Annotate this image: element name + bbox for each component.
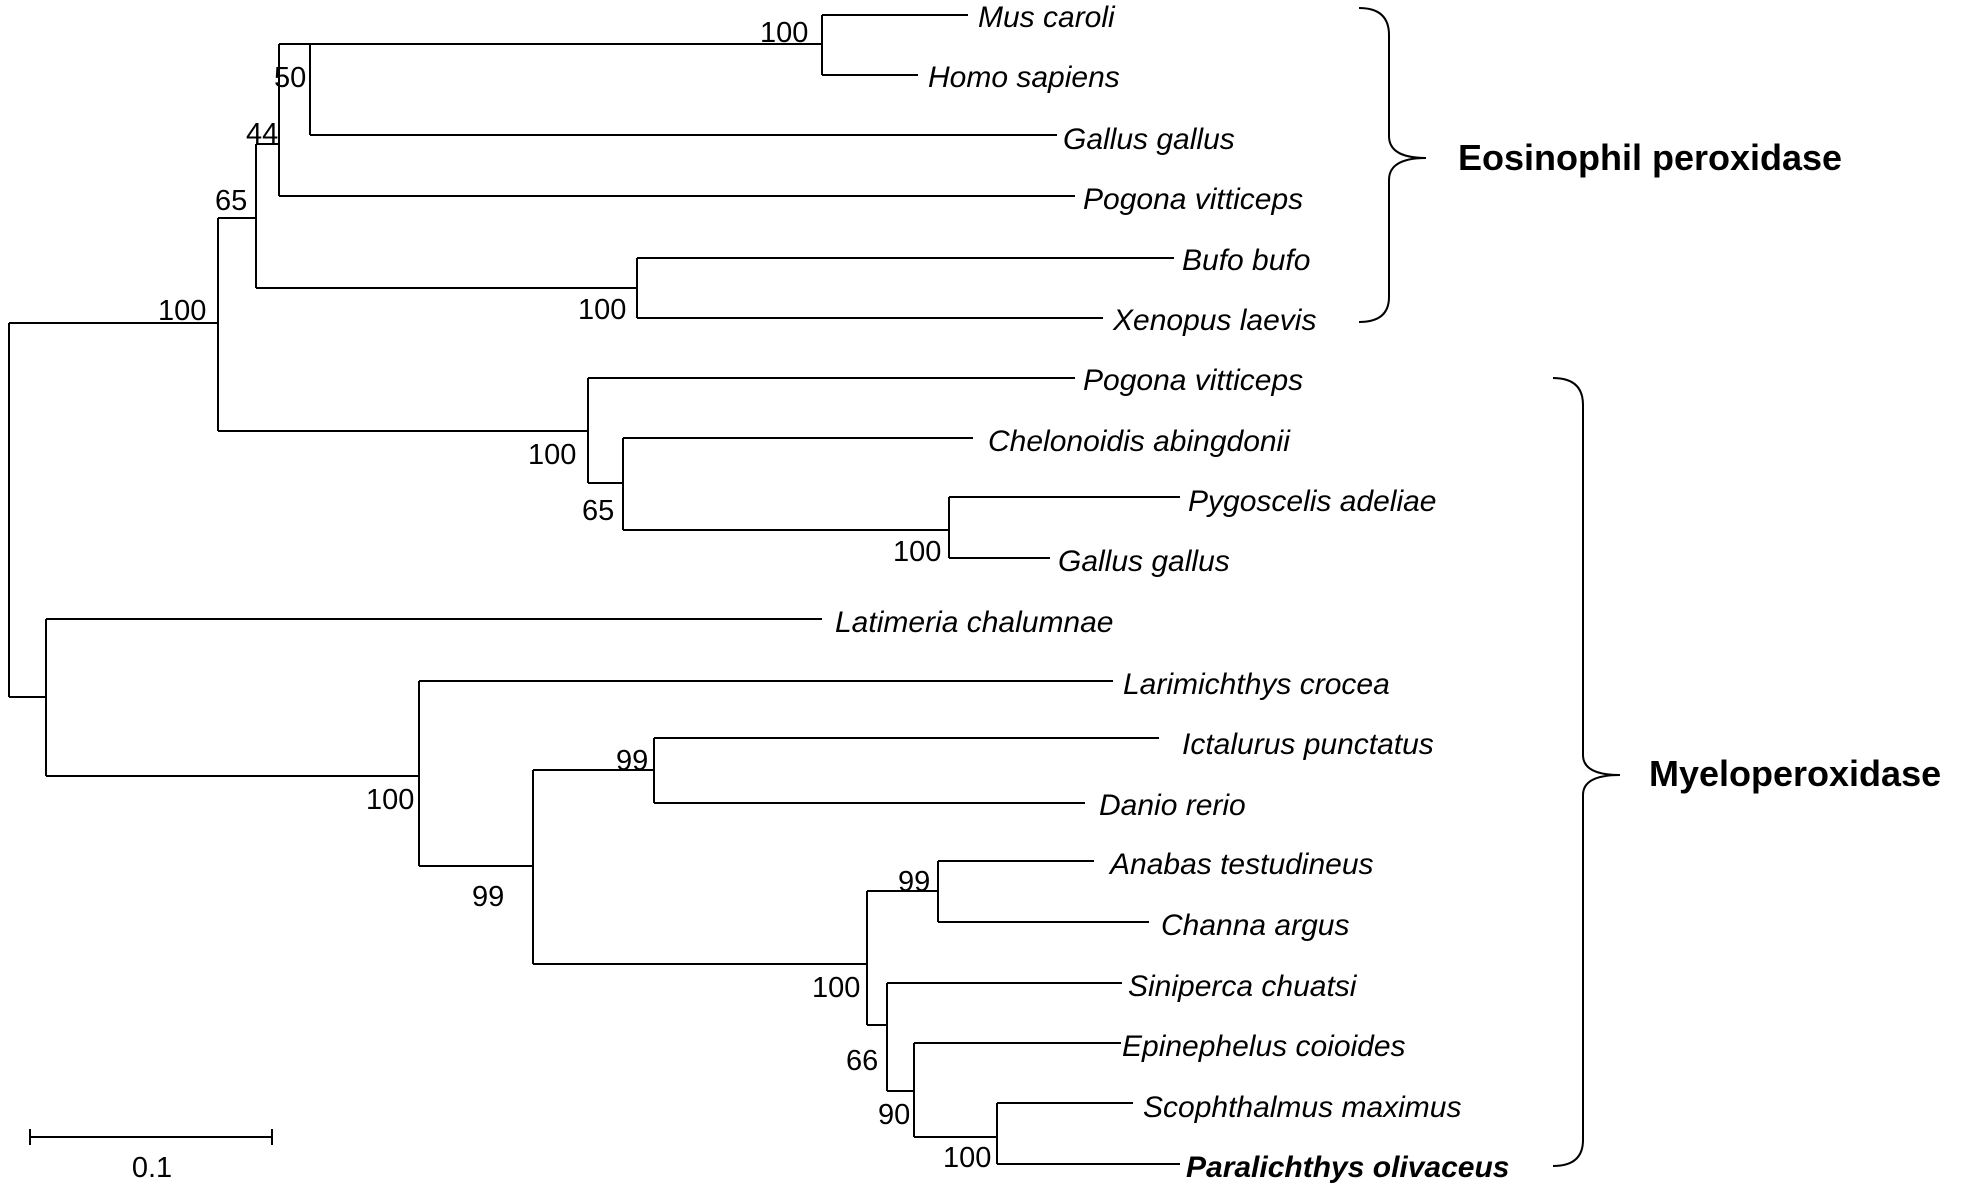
taxon-label: Anabas testudineus [1108,848,1374,881]
bootstrap-value: 100 [158,295,206,327]
taxon-label: Pogona vitticeps [1083,364,1303,397]
taxon-label: Chelonoidis abingdonii [988,425,1291,458]
bracket-eosinophil-peroxidase [1358,7,1427,323]
bootstrap-value: 100 [893,536,941,568]
bootstrap-value: 44 [246,118,278,150]
scale-bar-line [29,1129,273,1145]
clade-brackets [1358,7,1621,1167]
bootstrap-value: 50 [274,62,306,94]
taxon-label: Ictalurus punctatus [1182,728,1434,761]
tree-branches [8,14,1180,1165]
taxon-label: Siniperca chuatsi [1128,970,1358,1003]
scale-bar-label: 0.1 [132,1152,172,1184]
taxon-label: Danio rerio [1099,789,1246,822]
bootstrap-value: 100 [528,439,576,471]
bootstrap-value: 100 [366,784,414,816]
taxon-label: Scophthalmus maximus [1143,1091,1461,1124]
taxon-label-highlighted: Paralichthys olivaceus [1186,1151,1510,1184]
taxon-labels: Mus caroli Homo sapiens Gallus gallus Po… [835,1,1510,1184]
bootstrap-value: 99 [616,745,648,777]
bootstrap-values: 100 50 44 65 100 100 100 65 100 100 99 9… [158,17,991,1174]
taxon-label: Larimichthys crocea [1123,668,1390,701]
bootstrap-value: 100 [812,972,860,1004]
taxon-label: Pogona vitticeps [1083,183,1303,216]
taxon-label: Epinephelus coioides [1122,1030,1406,1063]
bootstrap-value: 99 [472,881,504,913]
group-label-myeloperoxidase: Myeloperoxidase [1649,753,1941,794]
bootstrap-value: 99 [898,866,930,898]
bootstrap-value: 90 [878,1099,910,1131]
bootstrap-value: 65 [215,185,247,217]
taxon-label: Xenopus laevis [1112,304,1316,337]
group-label-eosinophil-peroxidase: Eosinophil peroxidase [1458,137,1842,178]
taxon-label: Mus caroli [978,1,1116,34]
taxon-label: Bufo bufo [1182,244,1310,277]
scale-bar: 0.1 [29,1129,273,1184]
taxon-label: Latimeria chalumnae [835,606,1113,639]
taxon-label: Homo sapiens [928,61,1120,94]
bracket-myeloperoxidase [1552,377,1621,1167]
taxon-label: Pygoscelis adeliae [1188,485,1436,518]
taxon-label: Gallus gallus [1063,123,1235,156]
taxon-label: Gallus gallus [1058,545,1230,578]
bootstrap-value: 100 [578,294,626,326]
bootstrap-value: 65 [582,495,614,527]
bootstrap-value: 66 [846,1045,878,1077]
bootstrap-value: 100 [760,17,808,49]
taxon-label: Channa argus [1161,909,1349,942]
bootstrap-value: 100 [943,1142,991,1174]
